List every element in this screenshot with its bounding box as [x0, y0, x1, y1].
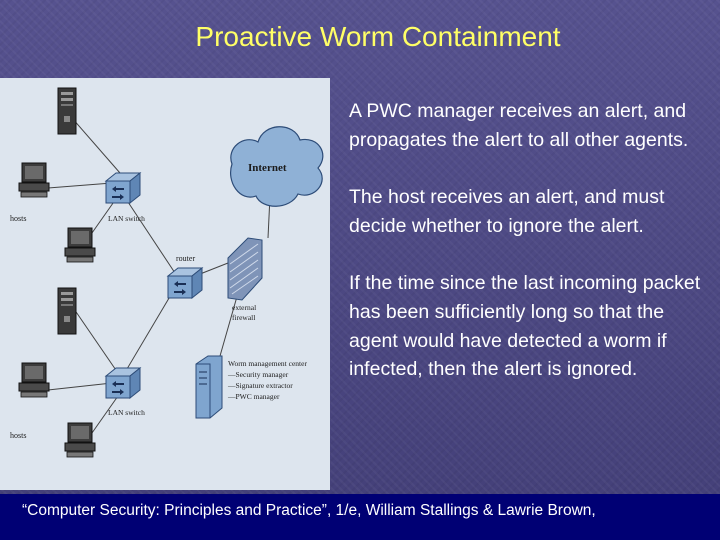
router-icon: [167, 267, 203, 299]
hosts-label: hosts: [10, 431, 26, 440]
slide-title: Proactive Worm Containment: [195, 21, 561, 52]
network-diagram-svg: hosts LAN switch Internet router externa…: [10, 87, 324, 458]
hosts-label: hosts: [10, 214, 26, 223]
desktop-computer-icon: [64, 227, 96, 263]
desktop-computer-icon: [18, 162, 50, 198]
internet-label: Internet: [248, 162, 287, 174]
server-icon: [57, 287, 77, 335]
wmc-item: —Signature extractor: [227, 381, 293, 390]
wmc-item: —PWC manager: [227, 392, 280, 401]
network-diagram: hosts LAN switch Internet router externa…: [0, 78, 330, 490]
lan-switch-label: LAN switch: [108, 214, 145, 223]
firewall-label-2: firewall: [232, 313, 255, 322]
management-server-icon: [195, 355, 223, 419]
lan-switch-icon: [105, 172, 141, 204]
firewall-icon: [227, 237, 263, 301]
firewall-label-1: external: [232, 303, 256, 312]
footer-bar: “Computer Security: Principles and Pract…: [0, 494, 720, 540]
lan-switch-label: LAN switch: [108, 408, 145, 417]
cloud-icon: [230, 126, 324, 207]
bullet-text: A PWC manager receives an alert, and pro…: [349, 100, 689, 151]
citation-text: “Computer Security: Principles and Pract…: [22, 502, 596, 519]
server-icon: [57, 87, 77, 135]
bullet-list: A PWC manager receives an alert, and pro…: [349, 97, 714, 384]
router-label: router: [176, 254, 195, 263]
desktop-computer-icon: [64, 422, 96, 458]
wmc-title: Worm management center: [228, 359, 307, 368]
wmc-item: —Security manager: [227, 370, 289, 379]
bullet-text: If the time since the last incoming pack…: [349, 272, 701, 381]
desktop-computer-icon: [18, 362, 50, 398]
lan-switch-icon: [105, 367, 141, 399]
bullet-text: The host receives an alert, and must dec…: [349, 186, 665, 237]
